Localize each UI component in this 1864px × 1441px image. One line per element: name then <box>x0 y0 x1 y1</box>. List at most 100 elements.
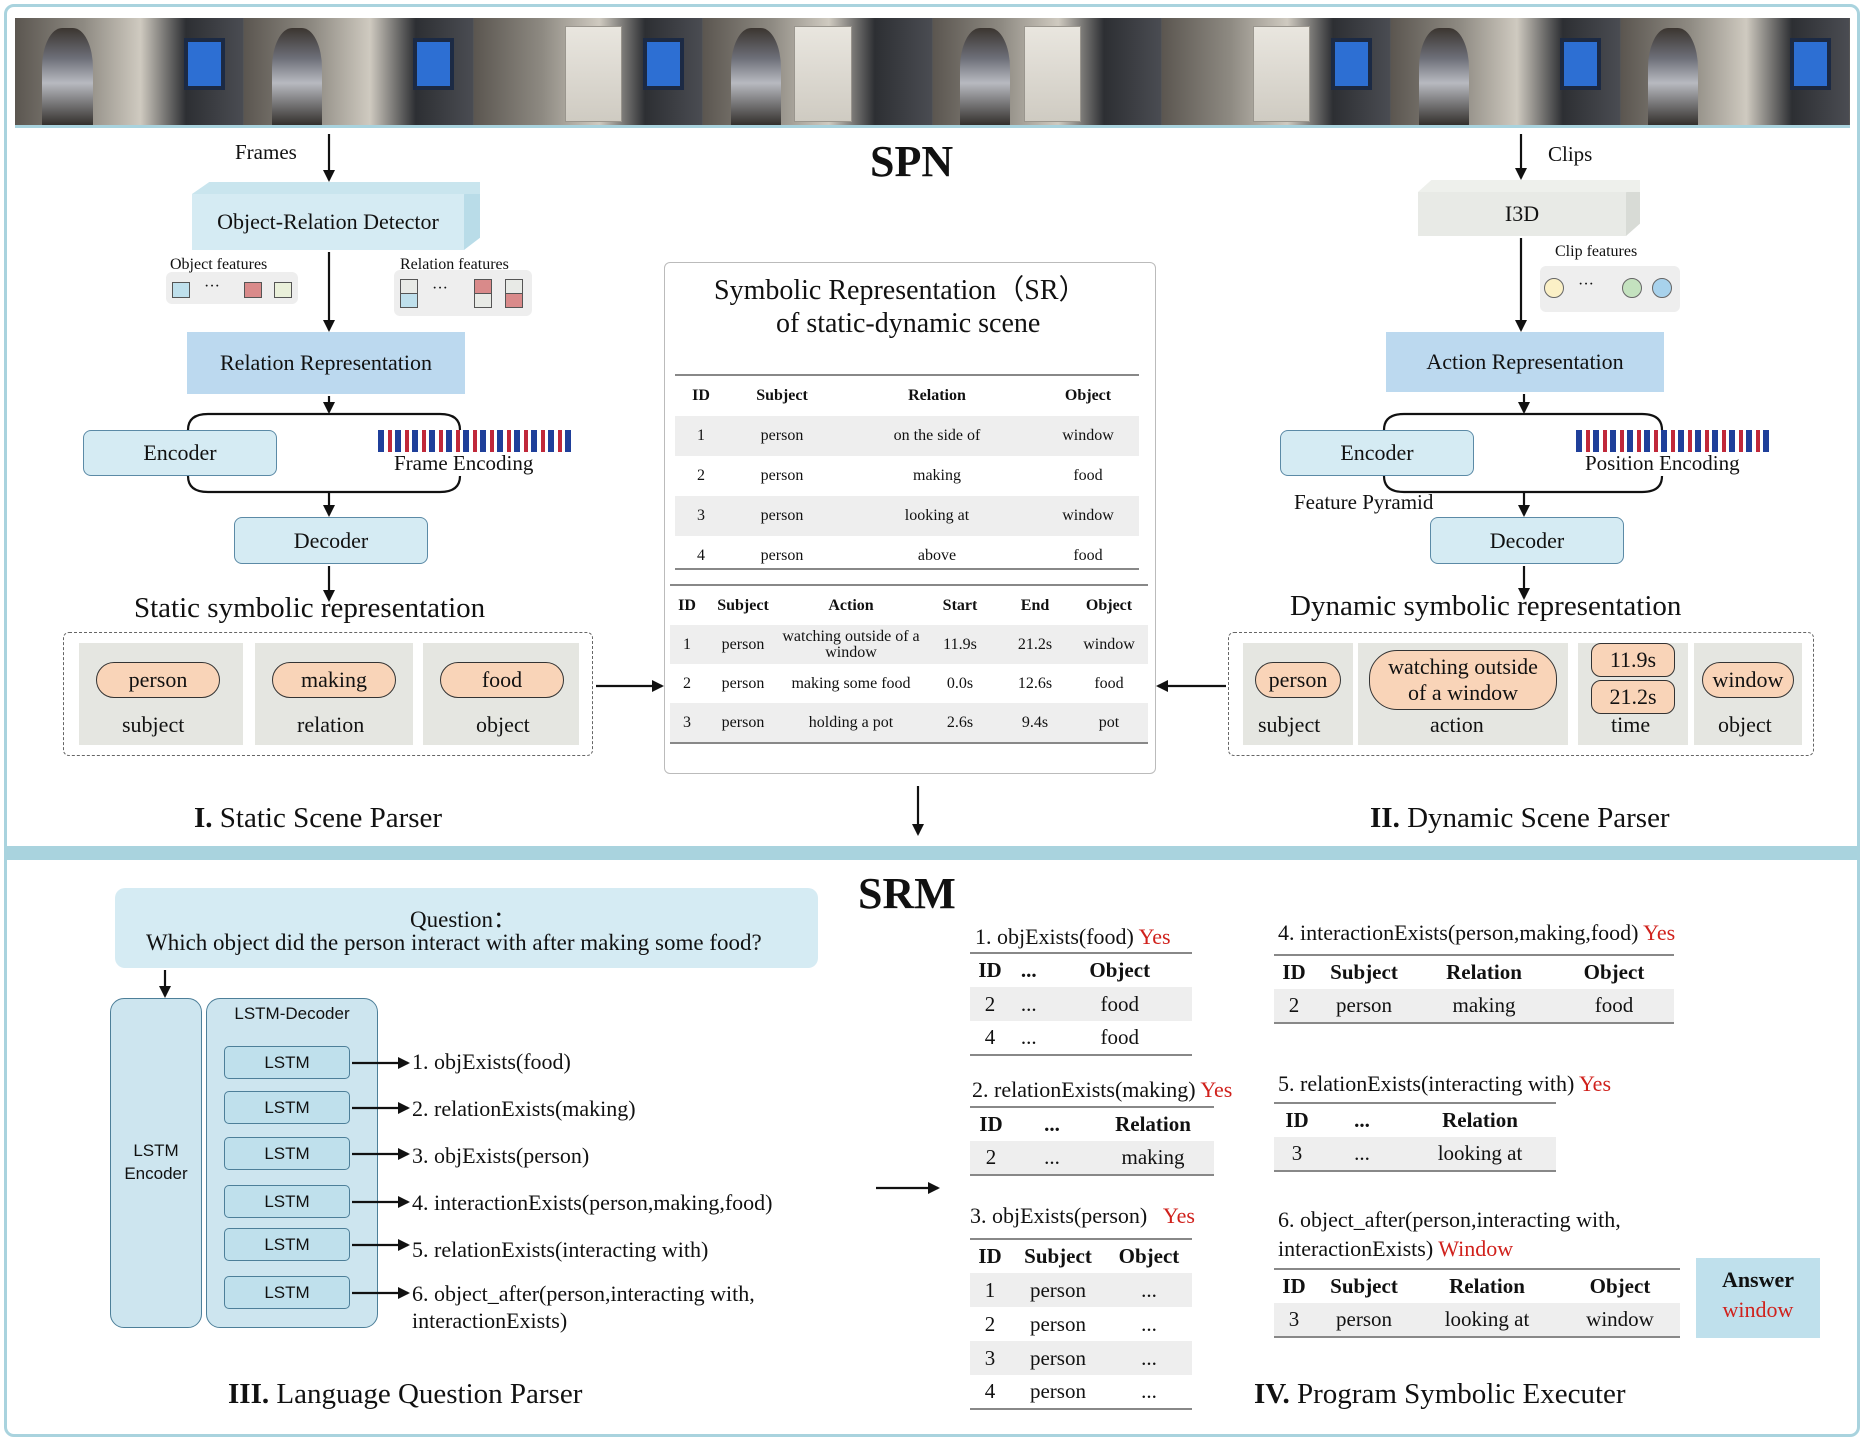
exec-step-2-table: ID...Relation 2...making <box>970 1106 1214 1176</box>
exec-step-6-call: interactionExists) <box>1278 1236 1434 1261</box>
lstm-cell: LSTM <box>224 1228 350 1261</box>
table-header: Relation <box>1115 1112 1191 1136</box>
sr-dynamic-header: Subject <box>717 596 769 614</box>
exec-step-1-title: 1. objExists(food) Yes <box>975 924 1171 950</box>
table-cell: on the side of <box>837 416 1037 456</box>
dynamic-action-pill: watching outside of a window <box>1369 650 1557 710</box>
executer-num: IV. <box>1254 1378 1290 1410</box>
object-feature-square <box>274 282 292 298</box>
table-header: Object <box>1583 960 1645 984</box>
table-row: 2...making <box>970 1141 1214 1175</box>
relation-feature-square <box>400 293 418 308</box>
exec-step-5-table: ID...Relation 3...looking at <box>1274 1102 1556 1172</box>
program-step-2: 2. relationExists(making) <box>412 1096 636 1121</box>
object-relation-detector: Object-Relation Detector <box>192 194 464 250</box>
feature-pyramid-label: Feature Pyramid <box>1294 490 1434 514</box>
table-cell: person <box>760 467 804 484</box>
relation-feature-square <box>505 279 523 294</box>
dynamic-object-pill: window <box>1702 662 1794 698</box>
table-header: Object <box>1589 1274 1651 1298</box>
table-cell: 2 <box>970 987 1010 1021</box>
program-step-4: 4. interactionExists(person,making,food) <box>412 1190 773 1215</box>
sr-dynamic-rule <box>670 584 1148 586</box>
executer-caption: IV. Program Symbolic Executer <box>1254 1378 1626 1411</box>
exec-step-4-call: 4. interactionExists(person,making,food) <box>1278 920 1639 945</box>
exec-step-3-call: 3. objExists(person) <box>970 1203 1148 1228</box>
table-cell: 3 <box>670 703 704 742</box>
table-cell: 2 <box>683 674 691 692</box>
object-feature-square <box>172 282 190 298</box>
table-cell: looking at <box>1404 1137 1556 1171</box>
detector-prism-side <box>464 182 480 250</box>
static-parser-caption: I. Static Scene Parser <box>194 802 442 835</box>
table-cell: person <box>1314 1303 1414 1337</box>
table-cell: 4 <box>984 1025 996 1049</box>
exec-step-1-call: 1. objExists(food) <box>975 924 1134 949</box>
table-cell: looking at <box>837 496 1037 536</box>
object-feature-square <box>244 282 262 298</box>
static-object-label: object <box>476 712 530 737</box>
table-header: ID <box>1282 960 1306 984</box>
exec-step-3-title: 3. objExists(person) Yes <box>970 1203 1195 1229</box>
static-relation-pill: making <box>272 662 396 698</box>
frame-encoding-pattern <box>378 430 572 452</box>
sr-dynamic-header: Action <box>828 596 874 614</box>
table-cell: making <box>1414 989 1554 1023</box>
table-cell: 3 <box>1274 1137 1320 1171</box>
table-cell: ... <box>1320 1137 1404 1171</box>
sr-dynamic-rule <box>670 742 1148 744</box>
program-step-6-cont: interactionExists) <box>412 1308 568 1333</box>
exec-step-3-result: Yes <box>1162 1203 1195 1228</box>
table-cell: person <box>1029 1379 1086 1403</box>
clip-feature-circle <box>1622 278 1642 298</box>
table-header: Relation <box>1446 960 1522 984</box>
dynamic-subject-label: subject <box>1258 712 1321 737</box>
static-object-pill: food <box>440 662 564 698</box>
exec-step-4-result: Yes <box>1643 920 1676 945</box>
table-cell: 9.4s <box>1000 703 1070 742</box>
exec-step-6-result: Window <box>1438 1236 1514 1261</box>
table-header: Subject <box>1024 1244 1092 1268</box>
exec-step-4-title: 4. interactionExists(person,making,food)… <box>1278 920 1675 946</box>
table-row: 2 person... <box>970 1307 1192 1341</box>
frames-label: Frames <box>235 140 297 164</box>
static-symbolic-box <box>63 632 593 756</box>
table-cell: 11.9s <box>920 625 1000 664</box>
table-cell: person <box>1029 1311 1086 1336</box>
table-header: Relation <box>1449 1274 1525 1298</box>
table-cell: ... <box>1141 1311 1157 1336</box>
table-header: ID <box>978 1244 1002 1268</box>
static-parser-num: I. <box>194 802 213 834</box>
table-cell: 3 <box>970 1341 1010 1375</box>
exec-step-5-title: 5. relationExists(interacting with) Yes <box>1278 1071 1611 1097</box>
dynamic-time-label: time <box>1611 712 1651 737</box>
lstm-decoder-label: LSTM-Decoder <box>234 1004 350 1023</box>
dynamic-encoder: Encoder <box>1280 430 1474 476</box>
relation-features-label: Relation features <box>400 256 509 273</box>
video-frame <box>1161 18 1392 125</box>
sr-dynamic-header: ID <box>678 596 696 614</box>
table-cell: 12.6s <box>1017 674 1053 692</box>
sr-dynamic-header: Start <box>942 596 978 614</box>
answer-label: Answer <box>1721 1267 1795 1292</box>
language-parser-text: Language Question Parser <box>269 1378 583 1410</box>
video-frame <box>932 18 1162 125</box>
clip-feature-circle <box>1652 278 1672 298</box>
sr-dynamic-header: Object <box>1085 596 1133 614</box>
clip-features-label: Clip features <box>1555 243 1638 260</box>
table-cell: 2 <box>984 1311 996 1336</box>
lstm-encoder-column <box>110 998 202 1328</box>
table-cell: window <box>1037 496 1139 536</box>
executer-text: Program Symbolic Executer <box>1289 1378 1626 1410</box>
table-row: 2...food <box>970 987 1192 1021</box>
video-frame <box>244 18 474 125</box>
table-header: Subject <box>1330 960 1398 984</box>
